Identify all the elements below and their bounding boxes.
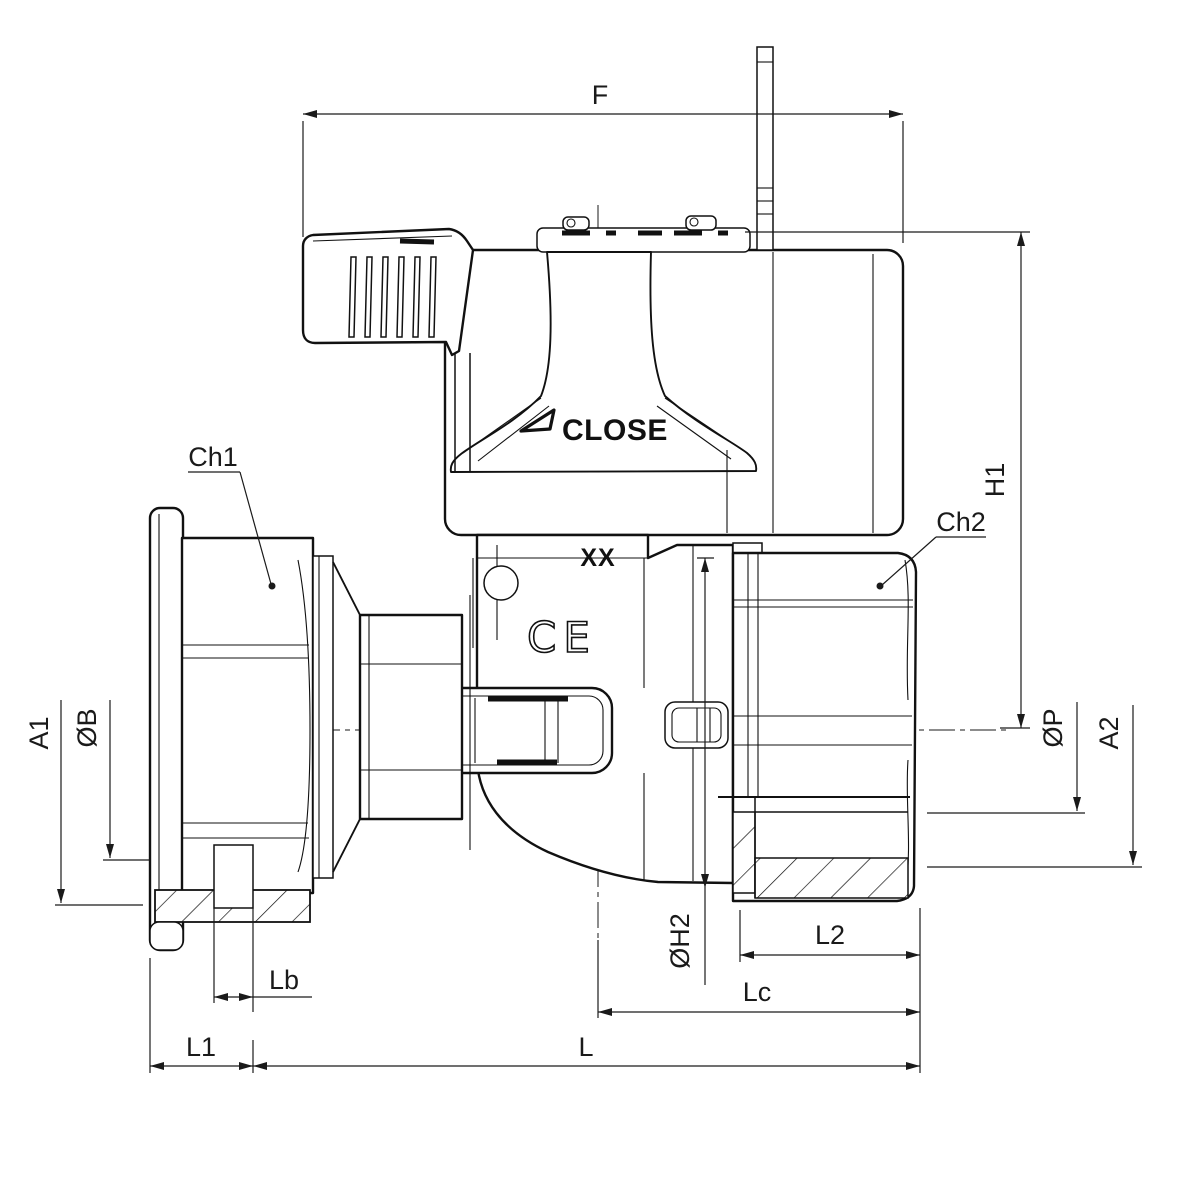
skirt-crease	[664, 397, 745, 452]
skirt-outline	[449, 251, 758, 473]
skirt-crease	[477, 405, 550, 462]
callout-Ch2: Ch2	[876, 507, 986, 590]
handle-mark-bar	[399, 238, 435, 245]
ce-mark: CE	[527, 613, 597, 662]
right-fitting	[718, 542, 918, 903]
dim-Lb-label: Lb	[269, 965, 299, 995]
bonnet-outline	[443, 248, 905, 537]
rod-outline	[756, 46, 774, 251]
stem-cap	[536, 215, 751, 253]
dim-F: F	[302, 80, 904, 243]
cap-clip-left-pin	[566, 218, 576, 228]
left-union-nut	[180, 536, 315, 895]
dim-Lc: Lc	[597, 940, 920, 1018]
left-hex	[358, 613, 464, 821]
dim-A1-label: A1	[24, 716, 54, 749]
dim-diaH2: ØH2	[665, 557, 714, 985]
valve-object: CLOSE	[148, 46, 918, 952]
close-direction-arrow-icon	[519, 408, 556, 433]
dim-A2: A2	[927, 705, 1142, 868]
dim-H1-label: H1	[980, 463, 1010, 498]
dim-L2: L2	[739, 908, 921, 1073]
dim-diaB: ØB	[72, 700, 150, 861]
right-section-hatch-bottom	[754, 857, 909, 899]
callout-Ch1: Ch1	[188, 442, 276, 590]
dim-H1: H1	[745, 231, 1030, 729]
stem-rod	[756, 46, 774, 251]
dim-diaP-label: ØP	[1038, 708, 1068, 747]
leader-dot	[268, 582, 276, 590]
dim-Lb: Lb	[213, 908, 312, 1012]
left-flange-plate	[148, 506, 185, 952]
dim-L-label: L	[578, 1032, 593, 1062]
dimensions: F H1 A1 ØB ØP	[24, 80, 1142, 1073]
dim-diaB-label: ØB	[72, 708, 102, 747]
left-union	[148, 506, 471, 952]
dim-A2-label: A2	[1094, 716, 1124, 749]
right-section-hatch-left	[732, 811, 756, 894]
markings: XX CE	[526, 544, 615, 663]
fitting-thread-wave	[904, 559, 909, 701]
left-washer	[312, 555, 334, 879]
cone-slant-bottom	[332, 818, 361, 873]
handle-top-edge	[312, 235, 453, 242]
stem-skirt: CLOSE	[449, 251, 758, 473]
nut-chamfer	[297, 559, 311, 873]
dim-L1-label: L1	[186, 1032, 216, 1062]
lever-handle	[301, 227, 475, 472]
flange-lip	[149, 921, 184, 951]
dim-diaH2-label: ØH2	[665, 913, 695, 969]
size-code-marking: XX	[580, 544, 615, 572]
callout-Ch2-label: Ch2	[936, 507, 986, 537]
center-body	[435, 533, 735, 885]
body-pin-hole	[483, 565, 519, 601]
skirt-crease	[462, 397, 542, 454]
flange-groove	[213, 844, 254, 909]
handle-grip-ridges	[348, 256, 437, 338]
dim-A1: A1	[24, 700, 143, 906]
callout-Ch1-label: Ch1	[188, 442, 238, 472]
dim-Lc-label: Lc	[743, 977, 772, 1007]
skirt-crease	[656, 405, 732, 460]
cone-slant-top	[332, 561, 361, 616]
dim-L1: L1	[149, 958, 254, 1073]
dim-F-label: F	[592, 80, 609, 110]
close-marking: CLOSE	[562, 414, 668, 447]
dim-L: L	[253, 1032, 920, 1070]
handle-grip-outline	[301, 227, 475, 357]
cap-clip-right-pin	[689, 217, 699, 227]
leader-dot	[876, 582, 884, 590]
dim-L2-label: L2	[815, 920, 845, 950]
right-fitting-outline	[731, 551, 918, 903]
dim-diaP: ØP	[927, 702, 1085, 814]
bonnet	[443, 248, 905, 537]
